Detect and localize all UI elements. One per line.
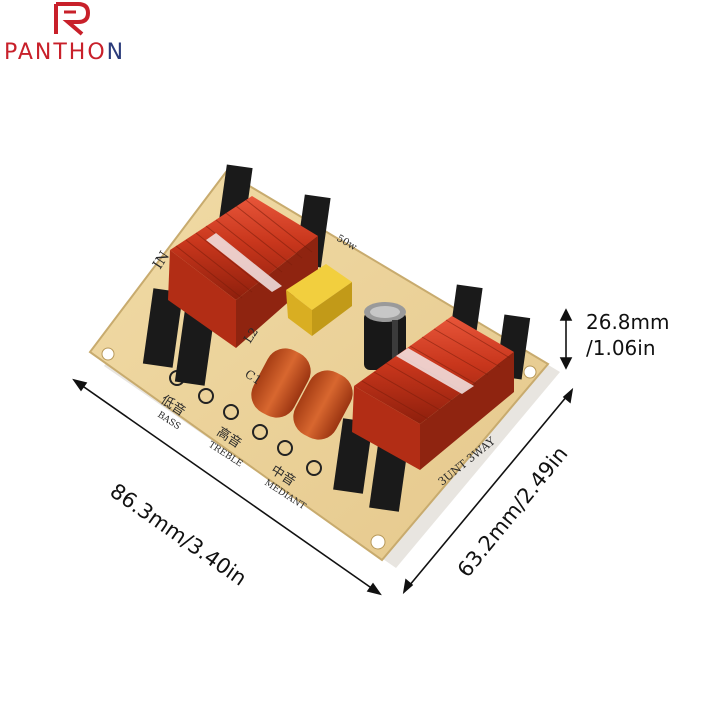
film-capacitor-yellow — [286, 264, 352, 336]
electrolytic-capacitor — [364, 302, 406, 370]
film-capacitor-c1 — [251, 348, 311, 418]
inductor-coil-right — [333, 284, 531, 512]
height-in: /1.06in — [586, 336, 656, 360]
brand-name: PANTHON — [4, 40, 126, 65]
mount-hole — [101, 347, 115, 361]
inductor-coil-left — [142, 164, 331, 386]
film-capacitor-c2 — [293, 370, 353, 440]
mount-hole — [370, 534, 386, 550]
dimension-lines — [72, 308, 574, 596]
mount-hole — [523, 365, 537, 379]
brand-logo: PANTHON — [0, 0, 170, 80]
panthon-logo-icon — [54, 2, 91, 36]
height-dimension-label: 26.8mm /1.06in — [586, 309, 670, 361]
height-mm: 26.8mm — [586, 310, 670, 334]
